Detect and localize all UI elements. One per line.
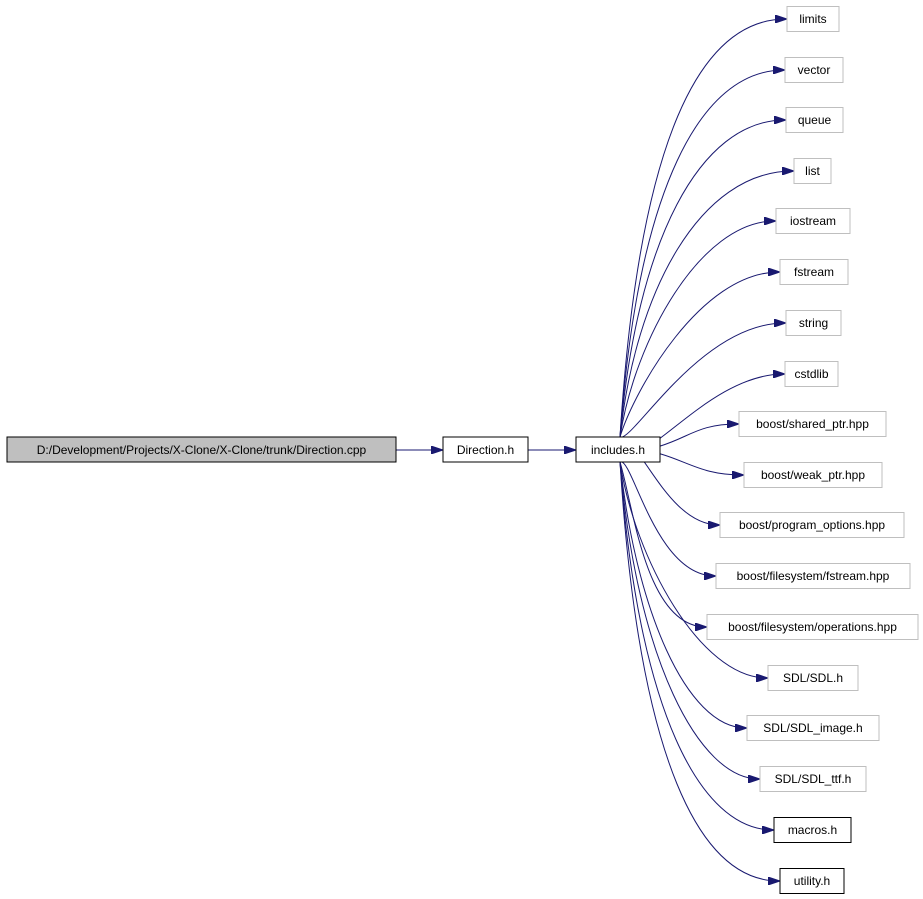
include-node-macros-h[interactable]: macros.h (773, 817, 852, 843)
include-node-boost-shared-ptr-hpp: boost/shared_ptr.hpp (738, 411, 887, 437)
include-node-queue: queue (785, 107, 844, 133)
include-node-vector: vector (784, 57, 844, 83)
nodes-layer: D:/Development/Projects/X-Clone/X-Clone/… (6, 6, 919, 894)
edge-includes-h-to-string (619, 323, 785, 438)
include-node-label: string (799, 316, 828, 330)
include-node-label: iostream (790, 214, 836, 228)
include-node-boost-weak-ptr-hpp: boost/weak_ptr.hpp (743, 462, 883, 488)
include-node-boost-filesystem-fstream-hpp: boost/filesystem/fstream.hpp (715, 563, 911, 589)
edge-includes-h-to-boost-shared-ptr-hpp (659, 424, 738, 447)
include-node-label: SDL/SDL_image.h (763, 721, 862, 735)
include-node-limits: limits (786, 6, 840, 32)
include-node-sdl-sdl-h: SDL/SDL.h (767, 665, 859, 691)
edge-includes-h-to-limits (619, 19, 786, 438)
direction-h-node[interactable]: Direction.h (442, 436, 529, 463)
include-node-label: boost/weak_ptr.hpp (761, 468, 865, 482)
edge-includes-h-to-sdl-sdl-ttf-h (619, 461, 759, 779)
include-node-label: limits (799, 12, 826, 26)
edge-includes-h-to-iostream (619, 221, 775, 438)
direction-h-label: Direction.h (457, 443, 514, 457)
edge-includes-h-to-boost-weak-ptr-hpp (659, 453, 743, 475)
include-node-label: vector (798, 63, 831, 77)
include-node-utility-h[interactable]: utility.h (779, 868, 845, 894)
edges-layer (396, 19, 793, 881)
edge-includes-h-to-macros-h (619, 461, 773, 830)
include-node-label: boost/filesystem/operations.hpp (728, 620, 897, 634)
include-node-label: SDL/SDL_ttf.h (775, 772, 852, 786)
include-node-label: cstdlib (794, 367, 828, 381)
include-node-label: boost/program_options.hpp (739, 518, 885, 532)
include-node-boost-filesystem-operations-hpp: boost/filesystem/operations.hpp (706, 614, 919, 640)
includes-h-node[interactable]: includes.h (575, 436, 661, 463)
edge-includes-h-to-sdl-sdl-image-h (619, 461, 746, 728)
include-node-sdl-sdl-image-h: SDL/SDL_image.h (746, 715, 880, 741)
includes-h-label: includes.h (591, 443, 645, 457)
include-node-label: list (805, 164, 820, 178)
edge-includes-h-to-utility-h (619, 461, 779, 881)
edge-includes-h-to-queue (619, 120, 785, 438)
edge-includes-h-to-list (619, 171, 793, 438)
include-node-fstream: fstream (779, 259, 849, 285)
include-node-label: SDL/SDL.h (783, 671, 843, 685)
include-node-sdl-sdl-ttf-h: SDL/SDL_ttf.h (759, 766, 867, 792)
edge-includes-h-to-boost-filesystem-operations-hpp (619, 461, 706, 627)
include-node-iostream: iostream (775, 208, 851, 234)
include-node-cstdlib: cstdlib (784, 361, 839, 387)
include-node-boost-program-options-hpp: boost/program_options.hpp (719, 512, 905, 538)
include-node-label: macros.h (788, 823, 837, 837)
edge-includes-h-to-sdl-sdl-h (619, 461, 767, 678)
include-node-label: utility.h (794, 874, 830, 888)
include-node-label: boost/filesystem/fstream.hpp (737, 569, 890, 583)
include-node-list: list (793, 158, 832, 184)
include-node-label: queue (798, 113, 832, 127)
include-node-label: boost/shared_ptr.hpp (756, 417, 869, 431)
root-file-label: D:/Development/Projects/X-Clone/X-Clone/… (37, 443, 367, 457)
edge-includes-h-to-fstream (619, 272, 779, 438)
edge-includes-h-to-vector (619, 70, 784, 438)
include-node-string: string (785, 310, 842, 336)
edge-includes-h-to-boost-filesystem-fstream-hpp (619, 461, 715, 576)
root-file-node[interactable]: D:/Development/Projects/X-Clone/X-Clone/… (6, 436, 397, 463)
include-node-label: fstream (794, 265, 834, 279)
